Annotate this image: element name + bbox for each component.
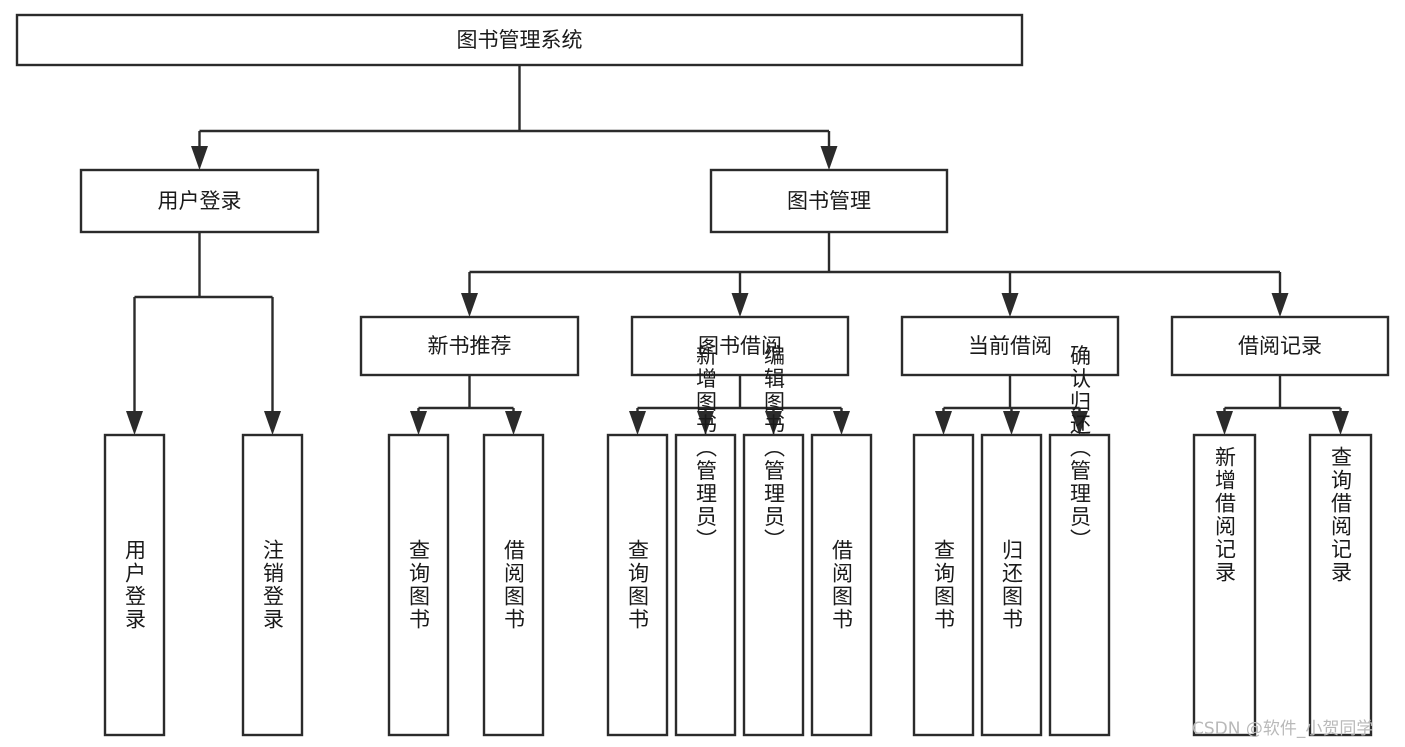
arrow-head-leaf-borrow-book [833,411,850,435]
node-leaf-query-book-rec-box[interactable] [387,433,450,737]
node-leaf-borrow-book-rec-label: 借阅图书 [502,539,526,631]
node-leaf-query-record-label: 查询借阅记录 [1329,446,1353,584]
node-leaf-query-book-borrow-box[interactable] [606,433,669,737]
arrow-head-leaf-borrow-book-rec [505,411,522,435]
node-leaf-user-login-box[interactable] [103,433,166,737]
arrow-head-leaf-query-record [1332,411,1349,435]
node-book-manage[interactable]: 图书管理 [709,168,949,234]
node-layer: 图书管理系统 用户登录 图书管理 新书推荐 图书借阅 当前借阅 借阅记录 [15,13,1390,737]
node-current-borrow-box[interactable] [900,315,1120,377]
node-leaf-query-book-rec-label: 查询图书 [407,539,431,631]
node-root-box[interactable] [15,13,1024,67]
csdn-watermark: CSDN @软件_小贺同学 [1192,719,1374,739]
node-new-book-recommend-label: 新书推荐 [428,334,512,358]
node-leaf-borrow-book-rec[interactable]: 借阅图书 [482,433,545,737]
node-leaf-add-record-box[interactable] [1192,433,1257,737]
node-borrow-record-label: 借阅记录 [1238,334,1322,358]
node-leaf-add-book-label: 新增图书（管理员） [694,345,718,552]
node-leaf-add-book[interactable]: 新增图书（管理员） [674,345,737,737]
node-leaf-query-book-cur-box[interactable] [912,433,975,737]
node-leaf-edit-book-box[interactable] [742,433,805,737]
node-book-borrow-label: 图书借阅 [698,334,782,358]
node-user-login-label: 用户登录 [158,189,242,213]
node-borrow-record-box[interactable] [1170,315,1390,377]
node-leaf-query-record[interactable]: 查询借阅记录 [1308,433,1373,737]
node-root[interactable]: 图书管理系统 [15,13,1024,67]
node-leaf-query-book-rec[interactable]: 查询图书 [387,433,450,737]
node-leaf-query-book-cur-label: 查询图书 [932,539,956,631]
node-leaf-confirm-return[interactable]: 确认归还（管理员） [1048,345,1111,737]
node-leaf-return-book[interactable]: 归还图书 [980,433,1043,737]
node-current-borrow-label: 当前借阅 [968,334,1052,358]
node-leaf-confirm-return-box[interactable] [1048,433,1111,737]
node-leaf-borrow-book-rec-box[interactable] [482,433,545,737]
arrow-head-new-book-recommend [461,293,478,317]
arrow-head-leaf-edit-book [765,411,782,435]
node-leaf-add-book-box[interactable] [674,433,737,737]
node-leaf-confirm-return-label: 确认归还（管理员） [1068,345,1092,552]
arrow-head-leaf-query-book-cur [935,411,952,435]
node-user-login-box[interactable] [79,168,320,234]
node-leaf-user-login-label: 用户登录 [123,539,147,631]
arrow-head-leaf-confirm-return [1071,411,1088,435]
node-leaf-edit-book[interactable]: 编辑图书（管理员） [742,345,805,737]
arrow-head-leaf-return-book [1003,411,1020,435]
node-book-manage-label: 图书管理 [787,189,871,213]
arrow-head-leaf-user-login [126,411,143,435]
node-leaf-add-record[interactable]: 新增借阅记录 [1192,433,1257,737]
arrow-head-borrow-record [1271,293,1289,317]
arrow-head-leaf-logout [264,411,281,435]
node-leaf-return-book-label: 归还图书 [1000,539,1024,631]
node-book-manage-box[interactable] [709,168,949,234]
node-leaf-user-login[interactable]: 用户登录 [103,433,166,737]
node-root-label: 图书管理系统 [457,28,583,52]
node-leaf-query-record-box[interactable] [1308,433,1373,737]
node-borrow-record[interactable]: 借阅记录 [1170,315,1390,377]
node-new-book-recommend-box[interactable] [359,315,580,377]
arrow-head-user-login [191,146,208,170]
node-book-borrow[interactable]: 图书借阅 [630,315,850,377]
node-leaf-logout-label: 注销登录 [261,539,285,631]
arrow-head-current-borrow [1001,293,1019,317]
node-new-book-recommend[interactable]: 新书推荐 [359,315,580,377]
connector-layer [126,65,1349,435]
node-leaf-logout-box[interactable] [241,433,304,737]
node-leaf-query-book-borrow[interactable]: 查询图书 [606,433,669,737]
node-current-borrow[interactable]: 当前借阅 [900,315,1120,377]
arrow-head-leaf-query-book-borrow [629,411,646,435]
node-leaf-borrow-book-label: 借阅图书 [830,539,854,631]
node-leaf-query-book-cur[interactable]: 查询图书 [912,433,975,737]
arrow-head-book-borrow [731,293,749,317]
node-leaf-query-book-borrow-label: 查询图书 [626,539,650,631]
node-leaf-return-book-box[interactable] [980,433,1043,737]
arrow-head-leaf-query-book-rec [410,411,427,435]
node-book-borrow-box[interactable] [630,315,850,377]
arrow-head-leaf-add-record [1216,411,1233,435]
node-leaf-borrow-book-box[interactable] [810,433,873,737]
arrow-head-book-manage [820,146,838,170]
node-leaf-add-record-label: 新增借阅记录 [1213,446,1237,584]
node-user-login[interactable]: 用户登录 [79,168,320,234]
node-leaf-logout[interactable]: 注销登录 [241,433,304,737]
node-leaf-borrow-book[interactable]: 借阅图书 [810,433,873,737]
arrow-head-leaf-add-book [697,411,714,435]
node-leaf-edit-book-label: 编辑图书（管理员） [762,345,786,552]
